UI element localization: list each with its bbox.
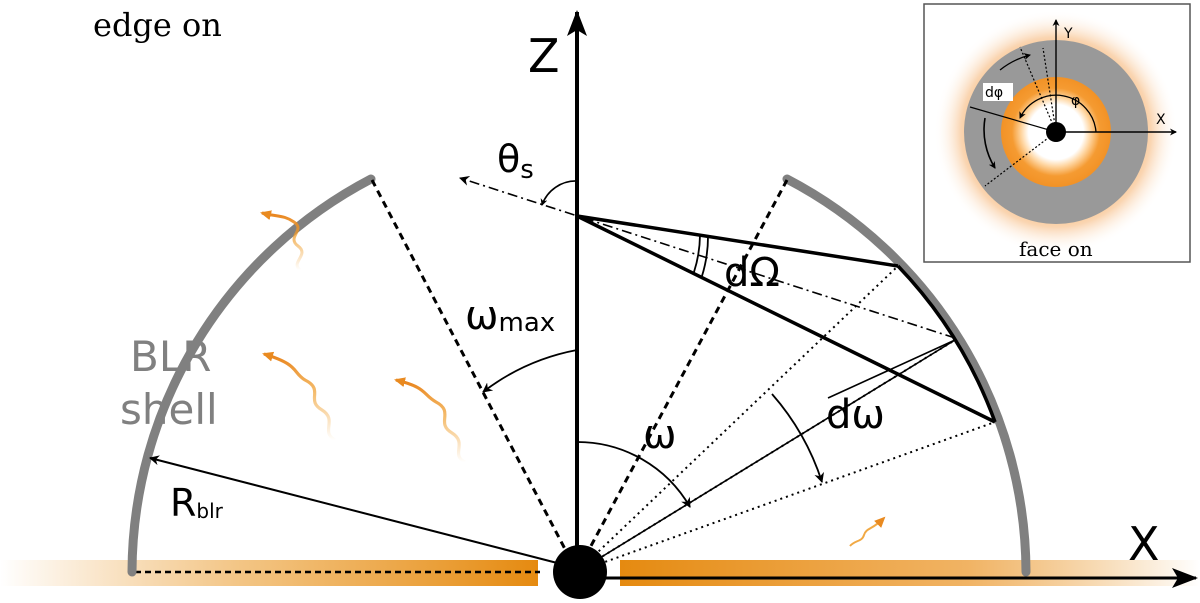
inset-sector-line-1 <box>1019 46 1057 133</box>
photon-1 <box>260 210 304 272</box>
disk-right-glow <box>620 560 1200 586</box>
r-blr-label: Rblr <box>170 481 224 525</box>
inset-y-label: Y <box>1063 26 1073 42</box>
inset-phi-label: φ <box>1071 93 1080 109</box>
central-black-hole <box>553 545 607 599</box>
x-axis-label: X <box>1128 517 1160 571</box>
d-omega-arc <box>771 393 824 483</box>
cone-edge-right <box>575 179 789 573</box>
shell-segment-highlight <box>896 264 997 423</box>
cone-edge-left <box>370 179 579 573</box>
omega-max-arc <box>482 349 578 393</box>
observer-direction <box>459 176 956 339</box>
blr-shell-right-arc <box>782 174 1031 577</box>
photon-3 <box>394 377 466 464</box>
omega-max-label: ωmax <box>465 293 555 339</box>
d-omega-leader <box>827 339 956 399</box>
theta-s-arc <box>540 180 578 206</box>
ray-dotted-1 <box>576 265 899 573</box>
photon-4 <box>849 516 886 547</box>
omega-label: ω <box>643 412 677 458</box>
inset-black-hole <box>1046 122 1066 142</box>
inset-phi-arc <box>1019 94 1097 133</box>
inset-d-phi-bg <box>983 83 1013 101</box>
view-title: edge on <box>93 6 222 44</box>
inset-d-phi-arc <box>999 53 1031 71</box>
z-axis-label: Z <box>528 29 560 83</box>
inset-d-phi-label: dφ <box>985 85 1003 101</box>
inset-sector-line-3 <box>984 131 1057 187</box>
solid-angle-bottom <box>576 214 996 424</box>
ray-dotted-3 <box>576 421 996 573</box>
d-Omega-label: dΩ <box>724 250 780 296</box>
omega-arc <box>576 441 691 508</box>
r-blr-arrow <box>149 455 566 566</box>
ray-omega <box>576 339 956 573</box>
blr-shell-label-line2: shell <box>120 385 218 434</box>
solid-angle-top <box>576 214 899 268</box>
blr-shell-label-line1: BLR <box>130 332 211 381</box>
blr-shell-left-arc <box>127 174 376 577</box>
photon-2 <box>262 351 336 442</box>
inset-sector-arc <box>983 117 996 169</box>
inset-x-label: X <box>1156 112 1166 128</box>
inset-caption: face on <box>1019 237 1093 261</box>
d-omega-label: dω <box>826 392 885 438</box>
inset-sector-line-2 <box>969 106 1057 133</box>
face-on-inset: Y X φ dφ face on <box>923 3 1191 263</box>
theta-s-label: θs <box>497 137 534 185</box>
solid-angle-arc-2 <box>701 235 709 277</box>
solid-angle-arc-1 <box>693 234 701 273</box>
